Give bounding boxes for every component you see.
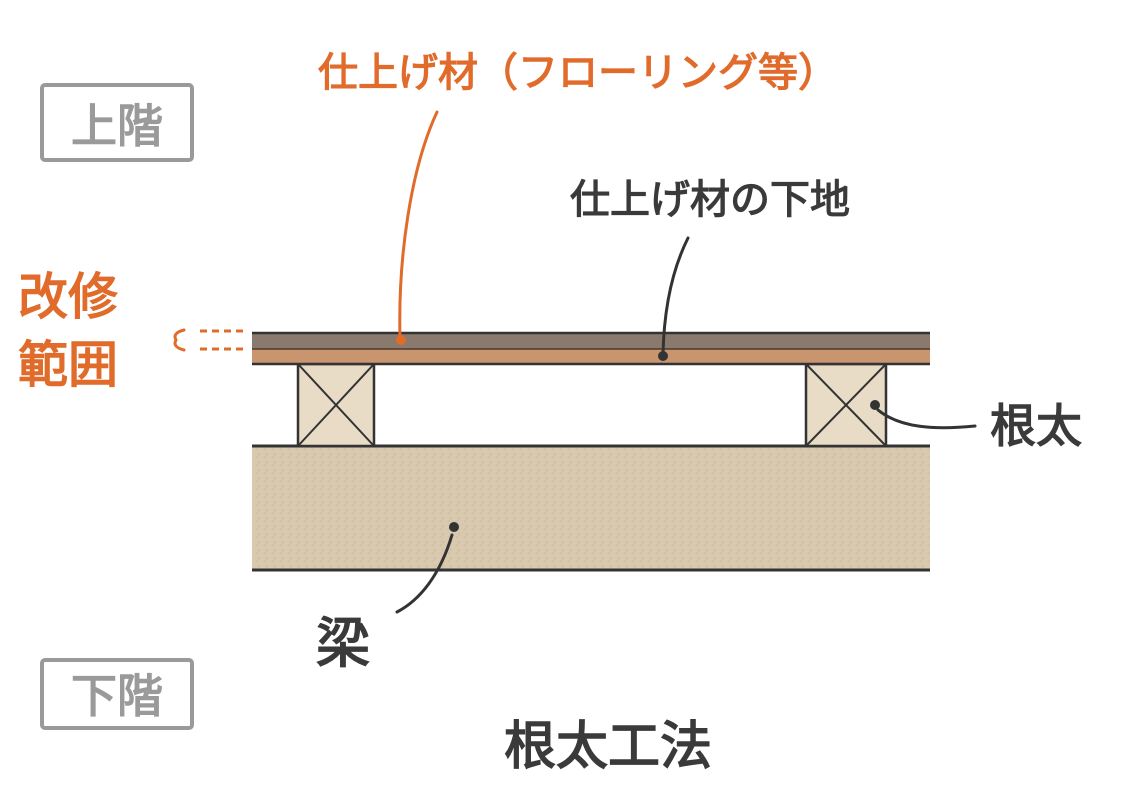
beam-leader (395, 522, 459, 614)
floor-layers (252, 331, 930, 366)
beam (252, 444, 930, 572)
finish-base-leader (658, 236, 690, 361)
finish-material-label: 仕上げ材（フローリング等） (318, 50, 838, 96)
renovation-scope-label-line1: 改修 (18, 268, 119, 326)
lower-floor-tag: 下階 (40, 658, 194, 730)
renovation-scope-label-line2: 範囲 (18, 336, 118, 394)
joist-left (296, 362, 376, 448)
lower-floor-label: 下階 (71, 669, 163, 723)
method-title: 根太工法 (504, 717, 712, 777)
renovation-scope-marker (173, 328, 245, 352)
joist-label: 根太 (990, 399, 1082, 453)
joist-leader (870, 400, 977, 430)
upper-floor-label: 上階 (71, 99, 163, 153)
finish-base-label: 仕上げ材の下地 (570, 177, 850, 223)
beam-label: 梁 (316, 612, 370, 675)
base-layer (252, 349, 930, 364)
finish-layer (252, 333, 930, 349)
upper-floor-tag: 上階 (40, 83, 194, 162)
finish-material-leader (396, 110, 439, 345)
